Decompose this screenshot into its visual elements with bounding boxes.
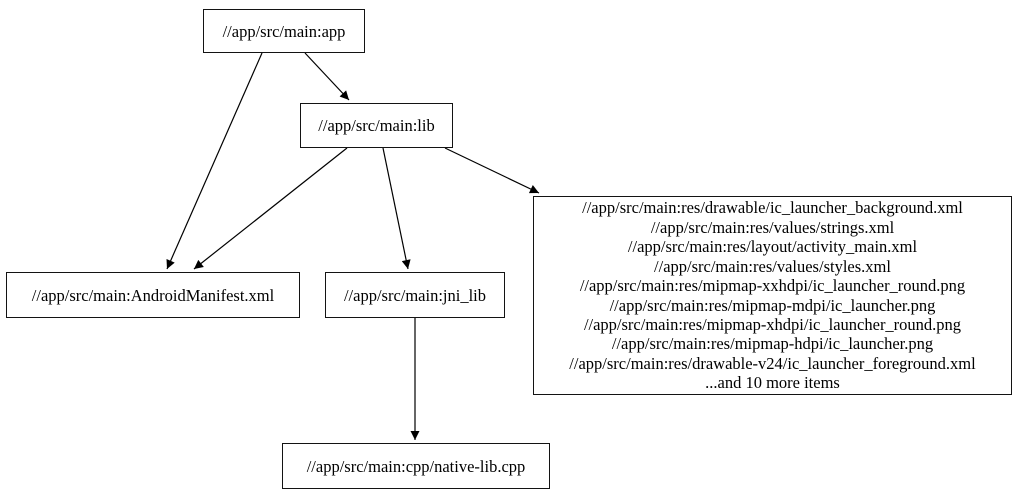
resource-line: //app/src/main:res/drawable-v24/ic_launc… bbox=[569, 353, 976, 373]
node-jni-lib: //app/src/main:jni_lib bbox=[325, 272, 505, 318]
resource-line: //app/src/main:res/layout/activity_main.… bbox=[627, 237, 918, 257]
edge-lib-to-jni-lib bbox=[382, 147, 411, 270]
resource-line: //app/src/main:res/drawable/ic_launcher_… bbox=[582, 198, 963, 218]
resource-line: //app/src/main:res/mipmap-hdpi/ic_launch… bbox=[611, 334, 934, 354]
resource-line: //app/src/main:res/values/styles.xml bbox=[654, 256, 891, 276]
resource-line: //app/src/main:res/values/strings.xml bbox=[650, 217, 895, 237]
node-androidmanifest: //app/src/main:AndroidManifest.xml bbox=[6, 272, 300, 318]
edge-app-to-androidmanifest bbox=[166, 52, 263, 270]
edge-lib-to-androidmanifest bbox=[193, 147, 348, 270]
node-native-lib-cpp: //app/src/main:cpp/native-lib.cpp bbox=[282, 443, 550, 489]
node-androidmanifest-label: //app/src/main:AndroidManifest.xml bbox=[31, 285, 275, 305]
node-lib-label: //app/src/main:lib bbox=[318, 116, 435, 135]
resource-line-more: ...and 10 more items bbox=[705, 373, 840, 393]
resource-line: //app/src/main:res/mipmap-xxhdpi/ic_laun… bbox=[579, 276, 966, 296]
edge-lib-to-resources bbox=[444, 147, 540, 194]
resource-line: //app/src/main:res/mipmap-xhdpi/ic_launc… bbox=[583, 314, 962, 334]
node-resources-group: //app/src/main:res/drawable/ic_launcher_… bbox=[533, 196, 1012, 395]
edge-app-to-lib bbox=[304, 52, 350, 101]
node-app-label: //app/src/main:app bbox=[222, 21, 346, 41]
node-native-lib-cpp-label: //app/src/main:cpp/native-lib.cpp bbox=[306, 456, 526, 476]
resource-line: //app/src/main:res/mipmap-mdpi/ic_launch… bbox=[609, 295, 936, 315]
node-jni-lib-label: //app/src/main:jni_lib bbox=[343, 285, 487, 305]
node-lib: //app/src/main:lib bbox=[300, 103, 453, 148]
node-app: //app/src/main:app bbox=[203, 9, 365, 53]
